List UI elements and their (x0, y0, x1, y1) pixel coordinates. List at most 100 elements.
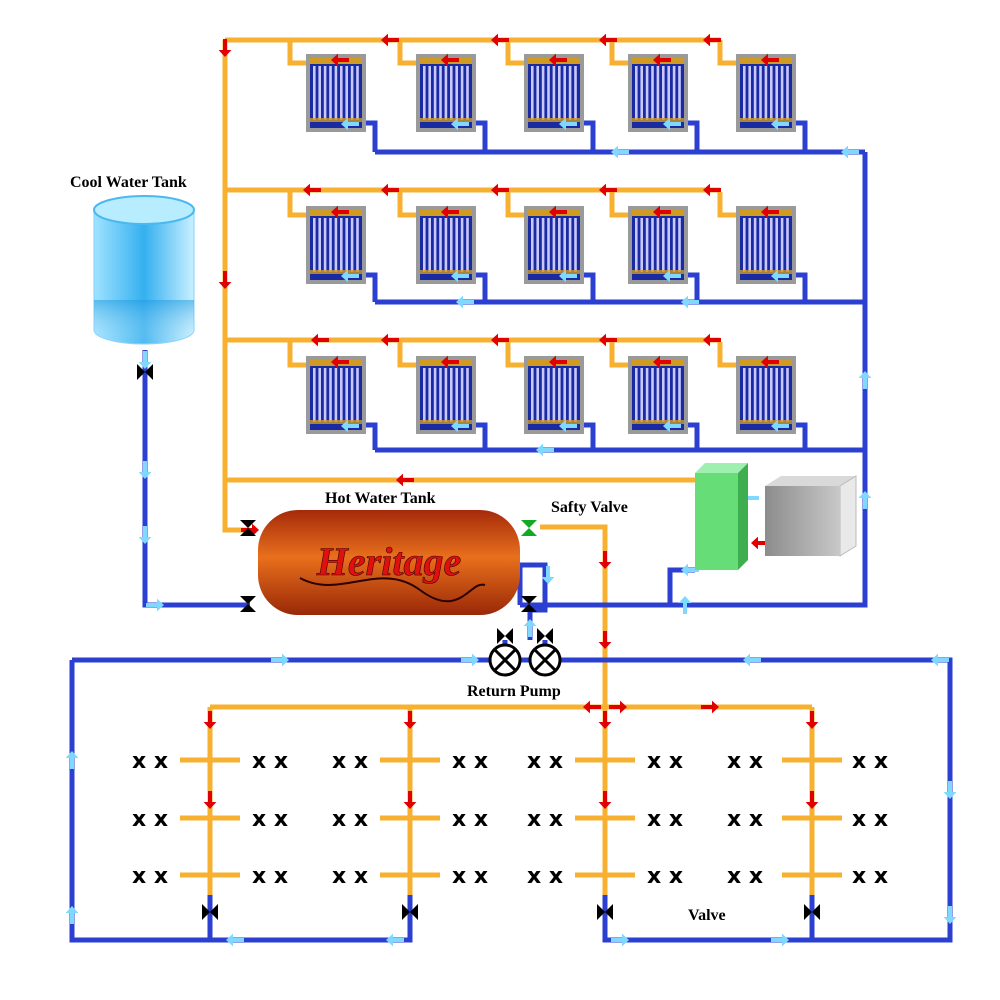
cold-arrow (523, 619, 537, 637)
hot-arrow (331, 53, 349, 67)
solar-collector-r1-c2 (416, 54, 476, 132)
cold-arrow (858, 491, 872, 509)
hot-arrow (805, 711, 819, 729)
return-pump-label: Return Pump (467, 683, 561, 700)
outlet-marker: x x (452, 807, 488, 832)
cold-arrow (771, 933, 789, 947)
hot-tank-inlet-valve (240, 520, 256, 536)
cold-arrow (611, 145, 629, 159)
cool-water-tank-label: Cool Water Tank (70, 174, 187, 191)
cold-arrow (943, 906, 957, 924)
solar-collector-r2-c2 (416, 206, 476, 284)
hot-arrow (303, 183, 321, 197)
hot-arrow (491, 333, 509, 347)
outlet-marker: x x (527, 749, 563, 774)
cold-arrow (341, 269, 359, 283)
outlet-marker: x x (647, 749, 683, 774)
outlet-marker: x x (132, 864, 168, 889)
cold-building-return-a (207, 895, 413, 943)
cold-arrow (271, 653, 289, 667)
hot-arrow (761, 205, 779, 219)
outlet-marker: x x (332, 807, 368, 832)
outlet-marker: x x (852, 864, 888, 889)
valves (137, 364, 820, 920)
cold-arrow (451, 269, 469, 283)
cold-arrow (451, 419, 469, 433)
return-pump-1 (488, 643, 522, 677)
hot-arrow (599, 33, 617, 47)
outlet-marker: x x (527, 807, 563, 832)
cold-arrow (663, 269, 681, 283)
hot-arrow (381, 183, 399, 197)
cold-arrow (65, 751, 79, 769)
valve-label: Valve (688, 907, 726, 924)
hot-arrow (311, 333, 329, 347)
flow-arrows (65, 33, 957, 947)
hot-arrow (549, 205, 567, 219)
riser-valve-3 (597, 904, 613, 920)
cool-water-tank (93, 195, 195, 345)
outlet-marker: x x (252, 749, 288, 774)
outlet-marker: x x (647, 864, 683, 889)
cold-riser-right (670, 152, 868, 608)
hot-arrow (218, 39, 232, 57)
hot-arrow (203, 711, 217, 729)
hot-arrow (653, 205, 671, 219)
solar-collector-r2-c1 (306, 206, 366, 284)
solar-collector-r3-c5 (736, 356, 796, 434)
cold-arrow (451, 117, 469, 131)
hot-riser (222, 40, 250, 533)
cold-arrow (138, 461, 152, 479)
hot-arrow (381, 33, 399, 47)
hot-arrow (761, 355, 779, 369)
hot-arrow (598, 711, 612, 729)
cold-arrow (341, 117, 359, 131)
hot-arrow (598, 791, 612, 809)
hot-arrow (653, 53, 671, 67)
building-outlets: x x x x x x x x x x x x x x x x x x x x x x x x x x x… (132, 749, 888, 889)
hot-arrow (703, 33, 721, 47)
cold-arrow (461, 653, 479, 667)
safety-valve-label: Safty Valve (551, 499, 628, 516)
outlet-marker: x x (727, 749, 763, 774)
outlet-marker: x x (527, 864, 563, 889)
riser-valve-4 (804, 904, 820, 920)
cold-arrow (146, 598, 164, 612)
cold-arrow (841, 145, 859, 159)
safety-valve (521, 520, 537, 536)
cold-arrow (678, 596, 692, 614)
solar-collector-r2-c5 (736, 206, 796, 284)
hot-arrow (599, 183, 617, 197)
hot-arrow (549, 53, 567, 67)
hot-arrow (598, 631, 612, 649)
cold-loop-outer-left (69, 660, 210, 943)
riser-valve-1 (202, 904, 218, 920)
solar-collector-r3-c4 (628, 356, 688, 434)
solar-collector-r1-c5 (736, 54, 796, 132)
auxiliary-heater (765, 475, 857, 557)
outlet-marker: x x (727, 807, 763, 832)
outlet-marker: x x (132, 749, 168, 774)
cold-arrow (663, 419, 681, 433)
cold-arrow (858, 371, 872, 389)
hot-arrow (441, 205, 459, 219)
hot-arrow (331, 205, 349, 219)
hot-water-tank: Heritage (258, 510, 520, 615)
hot-arrow (583, 700, 601, 714)
hot-arrow (549, 355, 567, 369)
hot-arrow (598, 551, 612, 569)
cold-arrow (771, 269, 789, 283)
cold-arrow (559, 117, 577, 131)
hot-arrow (403, 711, 417, 729)
cold-arrow (681, 295, 699, 309)
cold-building-return-b (602, 895, 815, 943)
cold-arrow (611, 933, 629, 947)
hot-arrow (703, 183, 721, 197)
solar-collector-r1-c1 (306, 54, 366, 132)
cold-arrow (341, 419, 359, 433)
hot-arrow (381, 333, 399, 347)
solar-collector-r2-c4 (628, 206, 688, 284)
outlet-marker: x x (332, 749, 368, 774)
hot-arrow (441, 355, 459, 369)
outlet-marker: x x (252, 864, 288, 889)
